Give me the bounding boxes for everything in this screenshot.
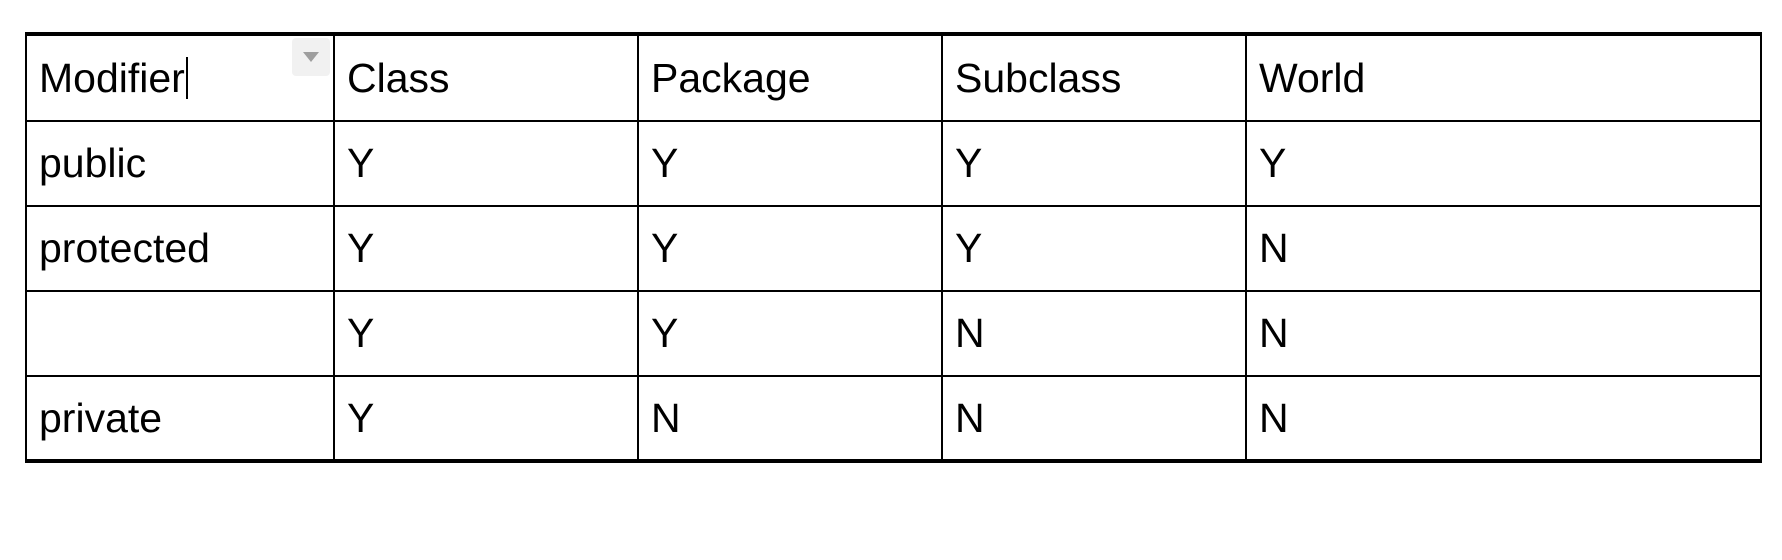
filter-dropdown-button[interactable] <box>292 38 330 76</box>
cell-value: N <box>651 394 681 441</box>
column-header-label: Package <box>651 54 811 101</box>
cell-package[interactable]: Y <box>637 290 943 377</box>
cell-class[interactable]: Y <box>333 290 639 377</box>
cell-value: N <box>1259 225 1289 271</box>
cell-value: Y <box>347 225 375 271</box>
chevron-down-icon <box>303 52 319 62</box>
column-header-modifier[interactable]: Modifier <box>25 32 335 122</box>
table-row[interactable]: public Y Y Y Y <box>25 120 1762 207</box>
table-row[interactable]: private Y N N N <box>25 375 1762 463</box>
cell-value: Y <box>651 225 679 271</box>
cell-class[interactable]: Y <box>333 205 639 292</box>
cell-package[interactable]: N <box>637 375 943 463</box>
table-row[interactable]: protected Y Y Y N <box>25 205 1762 292</box>
cell-value: N <box>1259 310 1289 356</box>
cell-value: Y <box>651 140 679 186</box>
cell-subclass[interactable]: N <box>941 290 1247 377</box>
cell-world[interactable]: N <box>1245 205 1762 292</box>
modifier-label-cell[interactable]: private <box>25 375 335 463</box>
modifier-label: public <box>39 140 147 186</box>
cell-subclass[interactable]: Y <box>941 120 1247 207</box>
cell-world[interactable]: N <box>1245 375 1762 463</box>
cell-value: Y <box>955 140 983 186</box>
cell-package[interactable]: Y <box>637 205 943 292</box>
cell-value: N <box>955 394 985 441</box>
table-header: Modifier Class Package Sub <box>25 32 1762 122</box>
column-header-class[interactable]: Class <box>333 32 639 122</box>
modifier-label: private <box>39 394 163 441</box>
cell-value: Y <box>347 140 375 186</box>
column-header-label: Class <box>347 54 450 101</box>
cell-package[interactable]: Y <box>637 120 943 207</box>
cell-class[interactable]: Y <box>333 120 639 207</box>
cell-world[interactable]: Y <box>1245 120 1762 207</box>
column-header-package[interactable]: Package <box>637 32 943 122</box>
text-caret <box>185 57 188 99</box>
modifier-label: protected <box>39 225 210 271</box>
access-modifier-visibility-table[interactable]: Modifier Class Package Sub <box>25 32 1762 463</box>
cell-subclass[interactable]: N <box>941 375 1247 463</box>
modifier-header-label-wrap: Modifier <box>39 57 188 99</box>
cell-value: N <box>1259 394 1289 441</box>
modifier-label-cell[interactable]: protected <box>25 205 335 292</box>
cell-value: Y <box>347 310 375 356</box>
column-header-label: World <box>1259 54 1366 101</box>
cell-value: Y <box>1259 140 1287 186</box>
column-header-subclass[interactable]: Subclass <box>941 32 1247 122</box>
column-header-world[interactable]: World <box>1245 32 1762 122</box>
column-header-label: Modifier <box>39 54 185 101</box>
table-header-row: Modifier Class Package Sub <box>25 32 1762 122</box>
modifier-label-cell-blackout[interactable] <box>25 290 335 377</box>
table-body: public Y Y Y Y protected <box>25 120 1762 463</box>
cell-value: Y <box>651 310 679 356</box>
cell-subclass[interactable]: Y <box>941 205 1247 292</box>
column-header-label: Subclass <box>955 54 1122 101</box>
cell-value: Y <box>955 225 983 271</box>
modifier-label-cell[interactable]: public <box>25 120 335 207</box>
cell-world[interactable]: N <box>1245 290 1762 377</box>
cell-value: Y <box>347 394 375 441</box>
cell-class[interactable]: Y <box>333 375 639 463</box>
cell-value: N <box>955 310 985 356</box>
table-row[interactable]: Y Y N N <box>25 290 1762 377</box>
